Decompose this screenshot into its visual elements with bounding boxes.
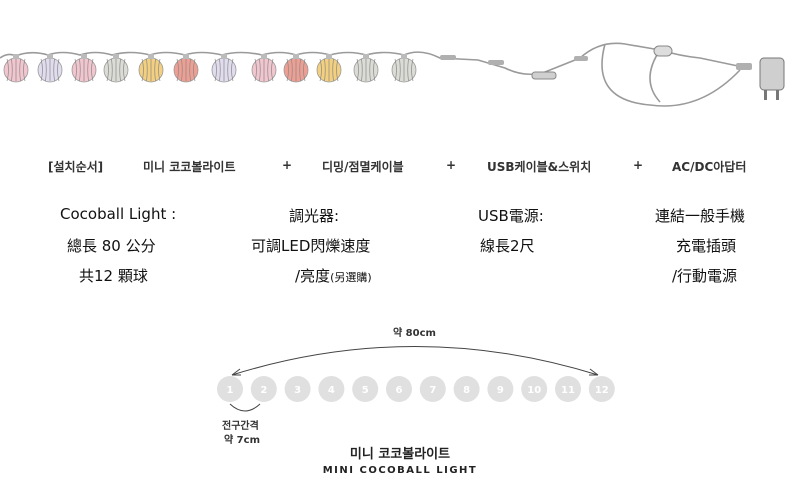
length-arrow-right [589, 368, 599, 376]
numbered-ball-12 [588, 376, 615, 402]
numbered-ball-label: 8 [463, 385, 470, 396]
numbered-ball-label: 4 [328, 385, 335, 396]
numbered-ball-3 [284, 376, 311, 402]
spacing-arc [229, 403, 261, 412]
cocoball-4 [103, 54, 129, 83]
plus-sign: + [446, 158, 457, 172]
numbered-ball-label: 12 [595, 385, 609, 396]
numbered-ball-8 [453, 376, 480, 402]
spacing-label-line1: 전구간격 [222, 421, 259, 432]
desc-dimmer-brightness: /亮度 [295, 267, 331, 285]
length-arrow-left [231, 368, 241, 376]
numbered-ball-label: 2 [260, 385, 267, 396]
spacing-label-line2: 약 7cm [224, 435, 260, 446]
desc-usb-line2: 線長2尺 [480, 237, 535, 255]
numbered-ball-11 [555, 376, 581, 402]
numbered-ball-1 [217, 376, 243, 402]
cocoball-7 [211, 54, 237, 83]
desc-adapter-line2: 充電插頭 [676, 237, 737, 255]
desc-ball-line2: 總長 80 公分 [67, 237, 156, 255]
numbered-ball-7 [419, 376, 446, 402]
cocoball-2 [37, 54, 63, 83]
numbered-ball-label: 10 [527, 385, 541, 396]
numbered-ball-5 [352, 376, 379, 402]
desc-dimmer-line1: 調光器: [289, 207, 340, 225]
product-title-english: MINI COCOBALL LIGHT [322, 465, 478, 476]
numbered-ball-9 [487, 376, 514, 402]
numbered-ball-label: 5 [362, 385, 369, 396]
desc-dimmer-note: (另選購) [330, 271, 372, 284]
plus-sign: + [633, 158, 644, 172]
cocoball-3 [71, 54, 97, 83]
cocoball-11 [353, 54, 379, 83]
plus-sign: + [282, 158, 293, 172]
numbered-ball-label: 6 [396, 385, 403, 396]
product-illustration [0, 42, 785, 107]
desc-dimmer-line3: /亮度(另選購) [295, 265, 372, 286]
numbered-ball-2 [250, 376, 277, 402]
desc-ball-line1: Cocoball Light : [60, 205, 177, 223]
cocoball-6 [173, 54, 199, 83]
desc-adapter-line3: /行動電源 [672, 267, 738, 285]
cocoball-8 [251, 54, 277, 83]
length-label: 약 80cm [393, 328, 436, 339]
step-dimming-cable: 디밍/점멸케이블 [322, 160, 404, 174]
cocoball-12 [391, 54, 417, 83]
product-title-korean: 미니 코코볼라이트 [349, 447, 451, 462]
cocoball-10 [316, 54, 342, 83]
desc-dimmer-line2: 可調LED閃爍速度 [251, 237, 371, 255]
desc-ball-line3: 共12 顆球 [79, 267, 148, 285]
cocoball-9 [283, 54, 309, 83]
numbered-ball-label: 7 [429, 385, 436, 396]
adapter-illustration [759, 57, 785, 100]
step-usb-cable-switch: USB케이블&스위치 [487, 160, 592, 174]
numbered-ball-4 [318, 376, 345, 402]
desc-adapter-line1: 連結一般手機 [655, 207, 746, 225]
step-mini-cocoball: 미니 코코볼라이트 [143, 160, 236, 174]
length-arc [231, 346, 599, 376]
numbered-ball-10 [521, 376, 548, 402]
step-install-order: [설치순서] [48, 160, 104, 174]
cocoball-5 [138, 54, 164, 83]
numbered-ball-label: 11 [561, 385, 575, 396]
numbered-ball-6 [386, 376, 412, 402]
numbered-ball-label: 3 [294, 385, 301, 396]
numbered-ball-label: 9 [497, 385, 504, 396]
desc-usb-line1: USB電源: [478, 207, 544, 225]
cocoball-1 [3, 54, 29, 83]
step-ac-dc-adapter: AC/DC아답터 [672, 160, 747, 174]
numbered-ball-label: 1 [227, 385, 234, 396]
